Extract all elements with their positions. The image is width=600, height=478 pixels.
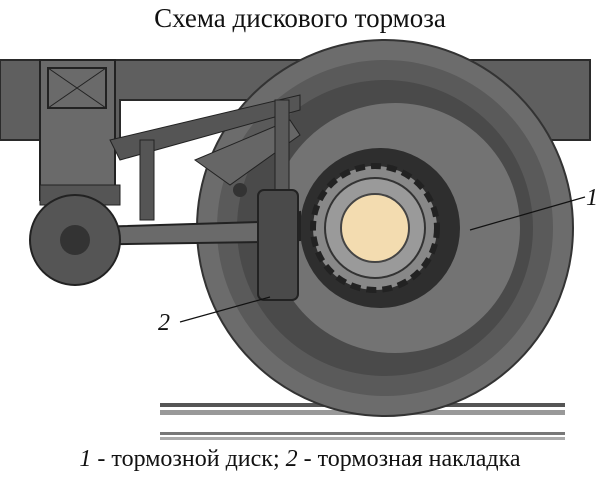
diagram-title: Схема дискового тормоза	[154, 3, 446, 33]
caption-num-2: 2	[285, 446, 298, 472]
leader-line-1	[469, 196, 586, 231]
caption-num-1: 1	[79, 446, 92, 472]
label-1: 1	[586, 185, 598, 211]
label-2: 2	[158, 310, 170, 336]
caption: 1 - тормозной диск; 2 - тормозная наклад…	[0, 446, 600, 473]
brake-linkage	[59, 94, 301, 301]
axle-box	[29, 184, 121, 286]
leader-line-2	[179, 296, 271, 323]
brake-disc-hub	[310, 163, 440, 293]
caption-text-1: - тормозной диск;	[91, 446, 286, 472]
caption-text-2: - тормозная накладка	[297, 446, 521, 472]
